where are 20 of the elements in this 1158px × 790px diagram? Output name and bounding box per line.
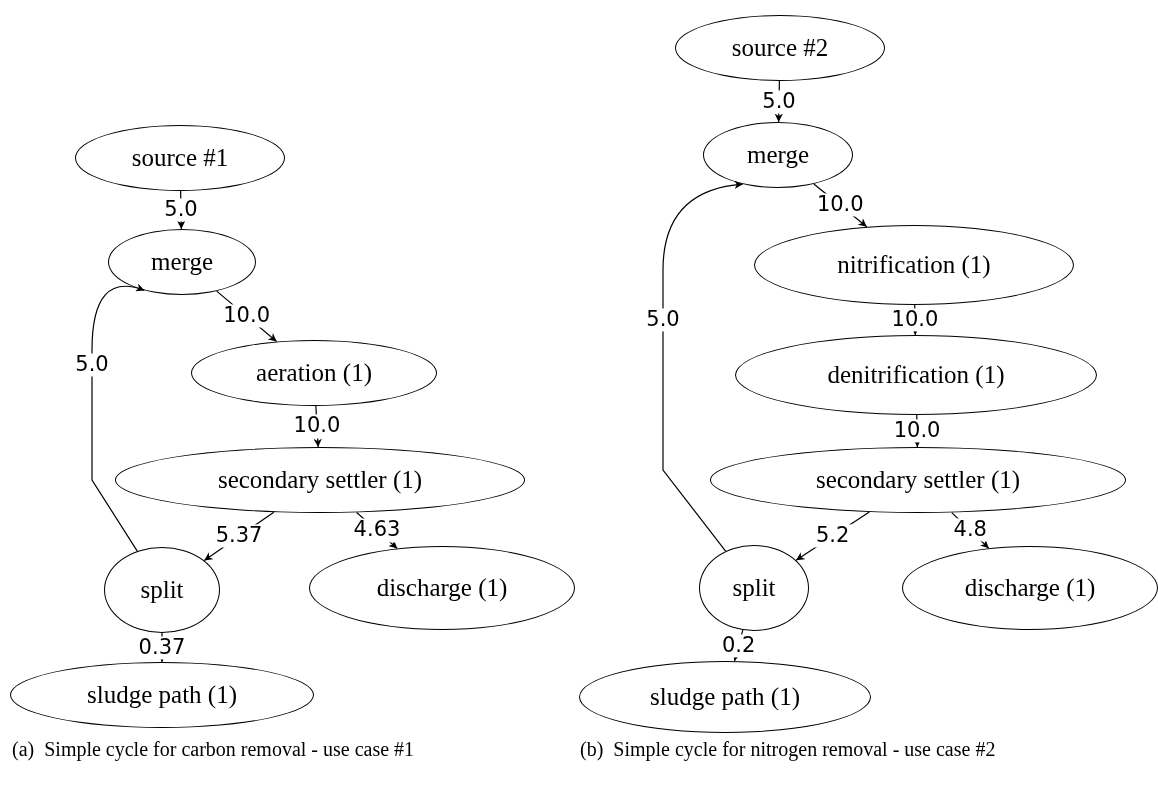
node-label: secondary settler (1) <box>815 466 1021 494</box>
arrow <box>91 283 145 552</box>
node-label: source #1 <box>131 144 229 172</box>
node-label: nitrification (1) <box>837 251 991 279</box>
node-label: sludge path (1) <box>650 683 800 711</box>
node-label: sludge path (1) <box>87 681 237 709</box>
node-label: discharge (1) <box>376 574 508 602</box>
node-label: aeration (1) <box>256 359 372 387</box>
node-label: secondary settler (1) <box>217 466 423 494</box>
edge-label: 5.2 <box>812 524 853 548</box>
node-label: split <box>732 574 776 602</box>
node-label: merge <box>151 248 213 276</box>
node-label: discharge (1) <box>964 574 1096 602</box>
node-label: source #2 <box>731 34 829 62</box>
caption: (a) Simple cycle for carbon removal - use case #1 <box>12 738 415 761</box>
arrow <box>662 180 744 552</box>
caption: (b) Simple cycle for nitrogen removal - use case #2 <box>580 738 996 761</box>
node-label: split <box>140 576 184 604</box>
node-label: denitrification (1) <box>827 361 1005 389</box>
node-label: merge <box>747 141 809 169</box>
